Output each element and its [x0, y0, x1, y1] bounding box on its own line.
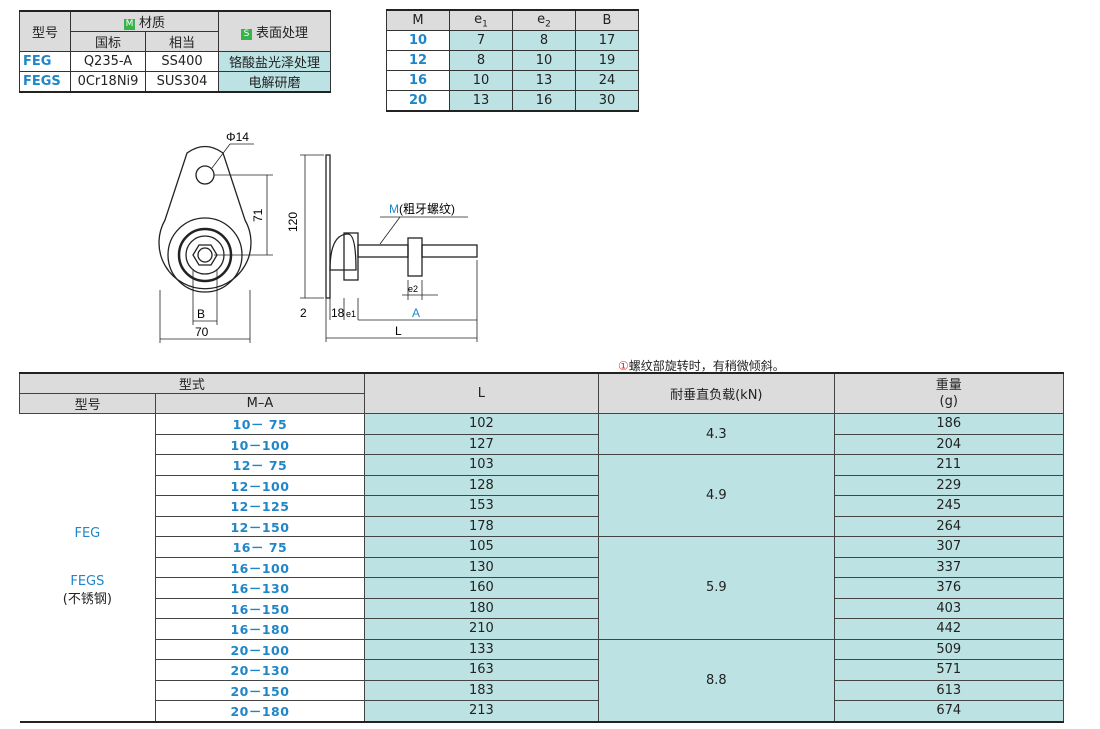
dims-row: 20 13 16 30: [386, 90, 639, 112]
dims-header-e2: e2: [512, 9, 576, 31]
main-header-type: 型式: [19, 372, 365, 394]
mat-sub-equiv: 相当: [145, 31, 219, 52]
dim-e2: e2: [408, 284, 418, 294]
dimensions-table: M e1 e2 B 10 7 8 17 12 8 10 19 16 10 13 …: [386, 9, 639, 112]
side-view: [325, 154, 478, 299]
dims-row: 16 10 13 24: [386, 70, 639, 91]
dim-71: 71: [251, 208, 265, 222]
bolt-end: [197, 247, 213, 263]
mat-row: FEGS 0Cr18Ni9 SUS304 电解研磨: [19, 71, 331, 93]
dims-header-b: B: [575, 9, 639, 31]
material-badge-icon: M: [123, 19, 135, 30]
dim-b: B: [197, 307, 205, 321]
technical-drawing: Φ14 71 B 70 120 M(粗牙螺纹) e2 2 18 e1 A L: [158, 130, 478, 343]
mounting-hole: [195, 165, 215, 185]
dim-2: 2: [300, 306, 307, 320]
dims-header-m: M: [386, 9, 450, 31]
dim-l: L: [395, 324, 402, 338]
dims-header-e1: e1: [449, 9, 513, 31]
main-header-weight: 重量(g): [833, 372, 1065, 414]
ball-joint: [329, 233, 357, 271]
front-dimensions: [159, 143, 273, 343]
dim-a: A: [412, 306, 420, 320]
load-cell: 8.8: [598, 638, 835, 723]
main-header-load: 耐垂直负载(kN): [598, 372, 835, 414]
side-plate: [325, 154, 331, 299]
dim-e1: e1: [346, 309, 356, 319]
dim-120: 120: [286, 212, 300, 232]
front-view: [158, 145, 252, 293]
mat-row: FEG Q235-A SS400 铬酸盐光泽处理: [19, 51, 331, 72]
rotation-note: ①螺纹部旋转时，有稍微倾斜。: [618, 359, 785, 373]
load-cell: 4.3: [598, 413, 835, 455]
side-dimensions: [300, 154, 478, 342]
main-header-l: L: [363, 372, 600, 414]
thread-label: M(粗牙螺纹): [389, 202, 455, 216]
load-cell: 5.9: [598, 536, 835, 640]
model-cell: FEG FEGS (不锈钢): [19, 413, 157, 723]
spec-table: 型式 L 耐垂直负载(kN) 重量(g) 型号 M–A FEG FEGS (不锈…: [18, 372, 1065, 723]
load-cell: 4.9: [598, 454, 835, 537]
dims-row: 10 7 8 17: [386, 30, 639, 51]
dim-phi14: Φ14: [226, 130, 249, 144]
threaded-rod-end: [421, 244, 478, 258]
note-warning-icon: ①: [618, 359, 629, 373]
dim-70: 70: [195, 325, 209, 339]
main-header-ma: M–A: [155, 393, 365, 414]
threaded-rod: [357, 244, 409, 258]
dims-row: 12 8 10 19: [386, 50, 639, 71]
mat-sub-national: 国标: [70, 31, 146, 52]
mat-header-model: 型号: [19, 10, 71, 52]
dim-18: 18: [331, 306, 345, 320]
main-header-model: 型号: [18, 393, 157, 414]
surface-badge-icon: S: [240, 29, 252, 40]
side-nut-2: [407, 237, 423, 277]
